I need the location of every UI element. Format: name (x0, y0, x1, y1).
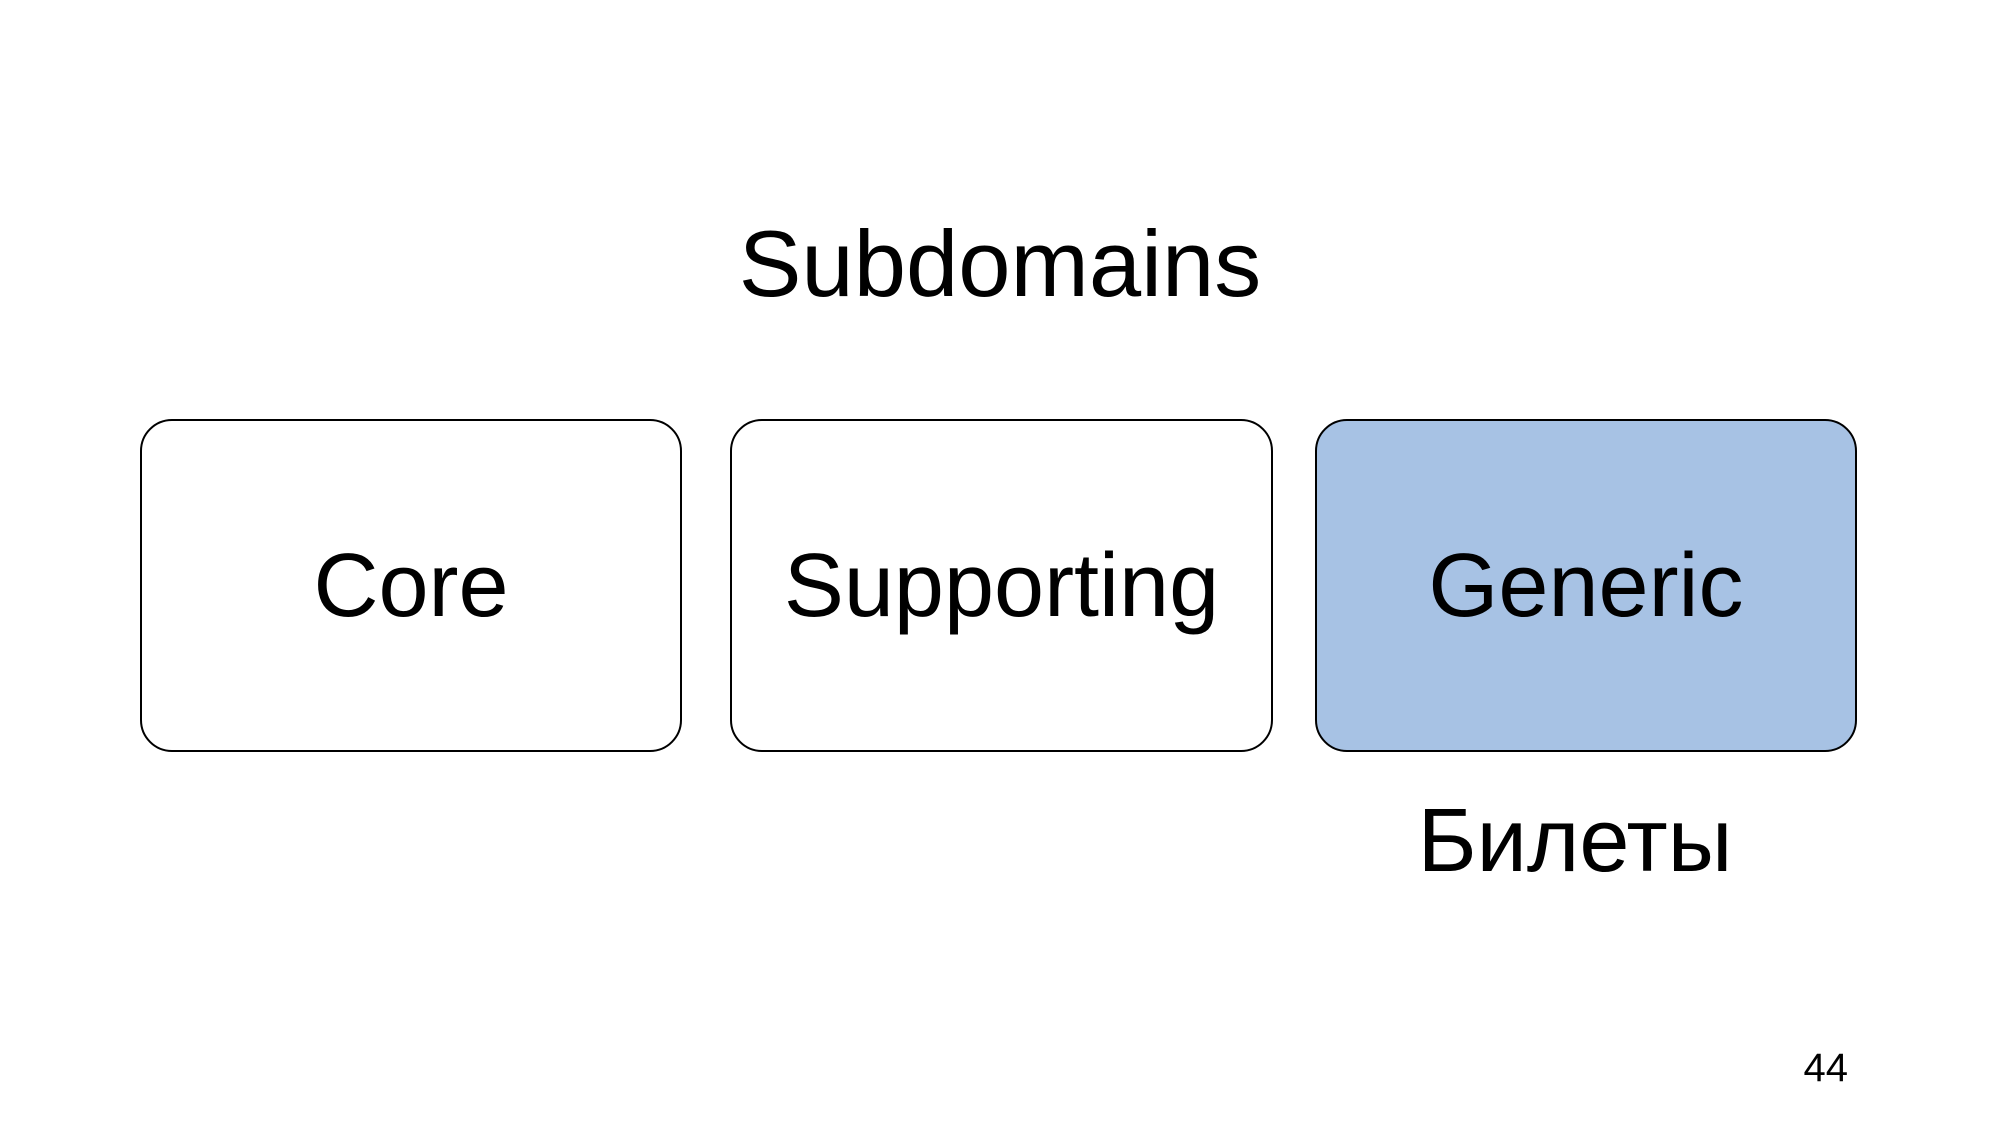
generic-box-annotation: Билеты (1417, 791, 1733, 891)
subdomain-box-generic-label: Generic (1428, 535, 1744, 636)
subdomain-box-generic: Generic (1315, 419, 1857, 752)
subdomain-box-supporting: Supporting (730, 419, 1273, 752)
slide-title: Subdomains (738, 211, 1262, 316)
subdomain-box-core: Core (140, 419, 682, 752)
subdomain-box-supporting-label: Supporting (783, 535, 1220, 636)
subdomain-box-core-label: Core (313, 535, 509, 636)
slide-page-number: 44 (1803, 1046, 1849, 1090)
